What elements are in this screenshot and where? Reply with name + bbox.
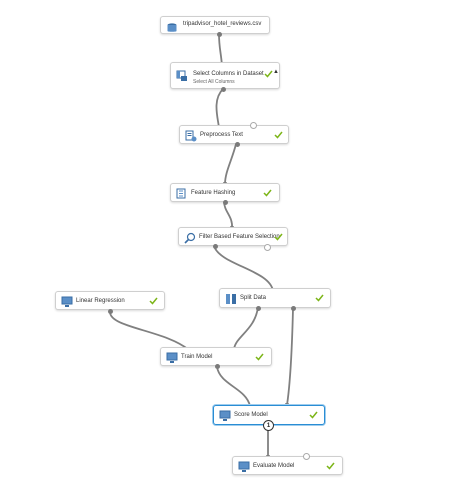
collapse-icon[interactable]: ▲: [273, 69, 279, 75]
model-monitor-icon: [166, 352, 178, 363]
output-port[interactable]: [215, 364, 220, 369]
node-train-model[interactable]: Train Model: [160, 347, 272, 369]
node-train-model-label: Train Model: [181, 354, 213, 360]
wire-linreg-to-train: [109, 311, 190, 351]
check-icon: [264, 70, 273, 78]
check-icon: [315, 294, 324, 302]
wire-select-to-preprocess: [215, 88, 224, 129]
node-linear-regression[interactable]: Linear Regression: [55, 291, 165, 314]
output-port-1[interactable]: [256, 306, 261, 311]
wire-filter-to-split: [213, 245, 274, 292]
check-icon: [255, 353, 264, 361]
check-icon: [326, 462, 335, 470]
output-port[interactable]: [108, 309, 113, 314]
check-icon: [274, 131, 283, 139]
wire-hashing-to-filter: [223, 200, 233, 229]
node-filter-feature-selection[interactable]: Filter Based Feature Selection: [178, 227, 288, 251]
model-monitor-icon: [238, 461, 250, 472]
text-process-icon: [185, 130, 197, 142]
node-filter-feature-selection-label: Filter Based Feature Selection: [199, 234, 280, 240]
input-port[interactable]: [250, 122, 257, 129]
node-dataset[interactable]: tripadvisor_hotel_reviews.csv: [160, 16, 270, 37]
output-port-2[interactable]: [291, 306, 296, 311]
output-port-secondary[interactable]: [264, 244, 271, 251]
output-port[interactable]: [235, 142, 240, 147]
node-preprocess-text-label: Preprocess Text: [200, 132, 243, 138]
output-port[interactable]: [217, 32, 222, 37]
check-icon: [263, 189, 272, 197]
node-linear-regression-label: Linear Regression: [76, 298, 125, 304]
wire-split-to-score: [286, 308, 294, 406]
feature-hashing-icon: [176, 188, 186, 199]
output-port[interactable]: [213, 244, 218, 249]
node-select-columns-label: Select Columns in Dataset: [193, 71, 264, 77]
node-select-columns-sublabel: Select All Columns: [193, 79, 235, 85]
dataset-icon: [167, 23, 177, 32]
node-evaluate-model[interactable]: Evaluate Model: [232, 453, 343, 475]
node-split-data[interactable]: Split Data: [219, 288, 331, 311]
input-port[interactable]: [303, 453, 310, 460]
select-columns-icon: [176, 70, 187, 81]
model-monitor-icon: [219, 410, 231, 421]
split-data-icon: [226, 294, 236, 304]
node-select-columns[interactable]: Select Columns in Dataset Select All Col…: [170, 62, 280, 92]
model-monitor-icon: [61, 296, 73, 307]
check-icon: [309, 411, 318, 419]
node-feature-hashing[interactable]: Feature Hashing: [170, 183, 280, 205]
output-port[interactable]: [223, 200, 228, 205]
check-icon: [274, 233, 283, 241]
node-feature-hashing-label: Feature Hashing: [191, 190, 236, 196]
filter-search-icon: [184, 232, 196, 244]
check-icon: [149, 297, 158, 305]
wire-split-to-train: [233, 306, 259, 350]
node-dataset-label: tripadvisor_hotel_reviews.csv: [183, 21, 262, 27]
wire-train-to-score: [216, 366, 251, 407]
output-port-badge[interactable]: 1: [263, 420, 274, 431]
node-preprocess-text[interactable]: Preprocess Text: [179, 122, 289, 147]
node-evaluate-model-label: Evaluate Model: [253, 463, 295, 469]
output-port[interactable]: [221, 87, 226, 92]
node-split-data-label: Split Data: [240, 295, 267, 301]
node-score-model-label: Score Model: [234, 412, 268, 418]
wire-preprocess-to-hashing: [224, 143, 237, 185]
